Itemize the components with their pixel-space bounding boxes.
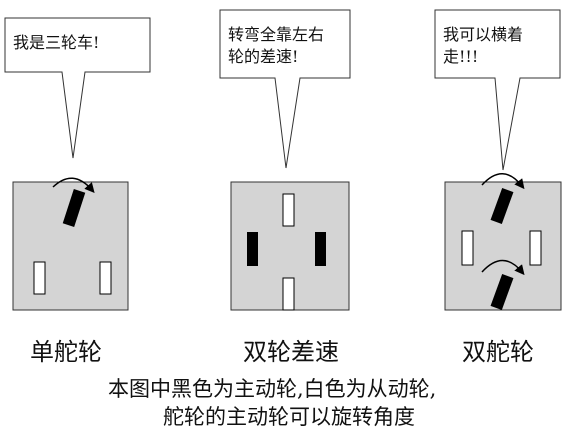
label-single-steering: 单舵轮 <box>30 338 102 366</box>
bubble-3-line-2: 走!!! <box>443 47 478 66</box>
label-differential-drive: 双轮差速 <box>243 338 339 366</box>
bubble-1-line-1: 我是三轮车! <box>13 33 99 52</box>
speech-bubble-3 <box>434 9 561 171</box>
driven-wheel-front <box>282 193 295 227</box>
bubble-2-line-1: 转弯全靠左右 <box>228 25 324 44</box>
drive-wheel-left <box>247 232 258 266</box>
label-dual-steering: 双舵轮 <box>462 338 534 366</box>
bubble-3-line-1: 我可以横着 <box>443 25 523 44</box>
panel-differential-drive: 转弯全靠左右 轮的差速! 双轮差速 <box>219 9 351 366</box>
panel-single-steering: 我是三轮车! 单舵轮 <box>4 17 151 366</box>
drive-wheel-steerable <box>62 189 86 227</box>
speech-bubble-2 <box>219 9 351 169</box>
rotation-arrow-front <box>481 173 525 190</box>
drive-wheel-steerable-rear <box>490 273 514 311</box>
caption-line-2: 舵轮的主动轮可以旋转角度 <box>163 405 415 429</box>
driven-wheel-rear <box>282 277 295 311</box>
drive-wheel-right <box>315 232 326 266</box>
caption-line-1: 本图中黑色为主动轮,白色为从动轮, <box>108 377 436 401</box>
driven-wheel-right <box>99 261 112 295</box>
panel-dual-steering: 我可以横着 走!!! 双舵轮 <box>434 9 562 366</box>
speech-bubble-1 <box>4 17 151 159</box>
rotation-arrow-rear <box>481 259 525 276</box>
driven-wheel-left <box>33 261 46 295</box>
bubble-2-line-2: 轮的差速! <box>228 47 298 66</box>
driven-wheel-left-3 <box>461 230 474 266</box>
driven-wheel-right-3 <box>529 230 542 266</box>
drive-wheel-steerable-front <box>490 187 514 225</box>
rotation-arrow-1 <box>52 177 95 194</box>
